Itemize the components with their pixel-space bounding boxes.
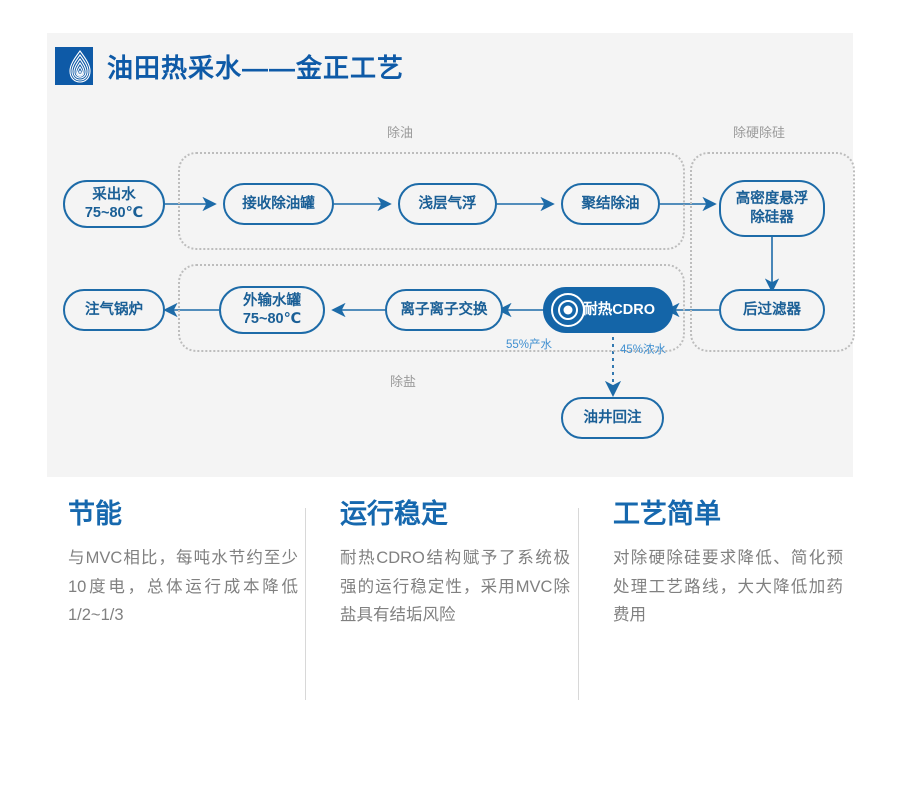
process-diagram-panel: 油田热采水——金正工艺 <box>47 33 855 477</box>
group-box-desalination <box>178 264 685 352</box>
group-box-hardness-silica <box>690 152 855 352</box>
cdro-target-icon <box>550 292 586 328</box>
feature-simple-process: 工艺简单 对除硬除硅要求降低、简化预处理工艺路线，大大降低加药费用 <box>613 499 843 630</box>
process-flow-diagram: 除油 除硬除硅 除盐 采出水 75~80℃ 接收除油罐 浅层气浮 聚结除油 高密… <box>47 33 855 477</box>
feature-body: 对除硬除硅要求降低、简化预处理工艺路线，大大降低加药费用 <box>613 548 843 625</box>
feature-body: 耐热CDRO结构赋予了系统极强的运行稳定性，采用MVC除盐具有结垢风险 <box>340 548 570 625</box>
node-heat-resistant-cdro-label: 耐热CDRO <box>583 301 655 318</box>
group-label-deoiling: 除油 <box>387 125 414 140</box>
node-produced-water[interactable]: 采出水 75~80℃ <box>63 180 165 228</box>
feature-columns: 节能 与MVC相比，每吨水节约至少10度电，总体运行成本降低1/2~1/3 运行… <box>0 499 900 730</box>
group-label-hardness-silica: 除硬除硅 <box>733 125 786 140</box>
feature-stable-operation: 运行稳定 耐热CDRO结构赋予了系统极强的运行稳定性，采用MVC除盐具有结垢风险 <box>340 499 570 630</box>
column-divider-1 <box>305 508 306 700</box>
panel-header: 油田热采水——金正工艺 <box>55 47 404 85</box>
node-steam-injection-boiler[interactable]: 注气锅炉 <box>63 289 165 331</box>
group-box-deoiling <box>178 152 685 250</box>
water-drop-logo-icon <box>55 47 93 85</box>
feature-title: 运行稳定 <box>340 499 448 529</box>
feature-title: 工艺简单 <box>613 499 721 529</box>
feature-body: 与MVC相比，每吨水节约至少10度电，总体运行成本降低1/2~1/3 <box>68 548 298 625</box>
node-shallow-air-flotation[interactable]: 浅层气浮 <box>398 183 497 225</box>
flow-note-concentrate: 45%浓水 <box>620 344 667 356</box>
node-high-density-suspension-desilication[interactable]: 高密度悬浮 除硅器 <box>719 180 825 237</box>
node-heat-resistant-cdro[interactable]: 耐热CDRO <box>543 287 673 333</box>
page-title: 油田热采水——金正工艺 <box>107 52 405 83</box>
node-receiving-deoiling-tank[interactable]: 接收除油罐 <box>223 183 334 225</box>
flow-note-permeate: 55%产水 <box>506 339 553 351</box>
node-ion-exchange[interactable]: 离子离子交换 <box>385 289 503 331</box>
node-oil-well-reinjection[interactable]: 油井回注 <box>561 397 664 439</box>
column-divider-2 <box>578 508 579 700</box>
node-post-filter[interactable]: 后过滤器 <box>719 289 825 331</box>
group-label-desalination: 除盐 <box>390 374 417 389</box>
node-coalescence-deoiling[interactable]: 聚结除油 <box>561 183 660 225</box>
feature-energy-saving: 节能 与MVC相比，每吨水节约至少10度电，总体运行成本降低1/2~1/3 <box>68 499 298 630</box>
feature-title: 节能 <box>68 499 122 529</box>
node-export-water-tank[interactable]: 外输水罐 75~80℃ <box>219 286 325 334</box>
